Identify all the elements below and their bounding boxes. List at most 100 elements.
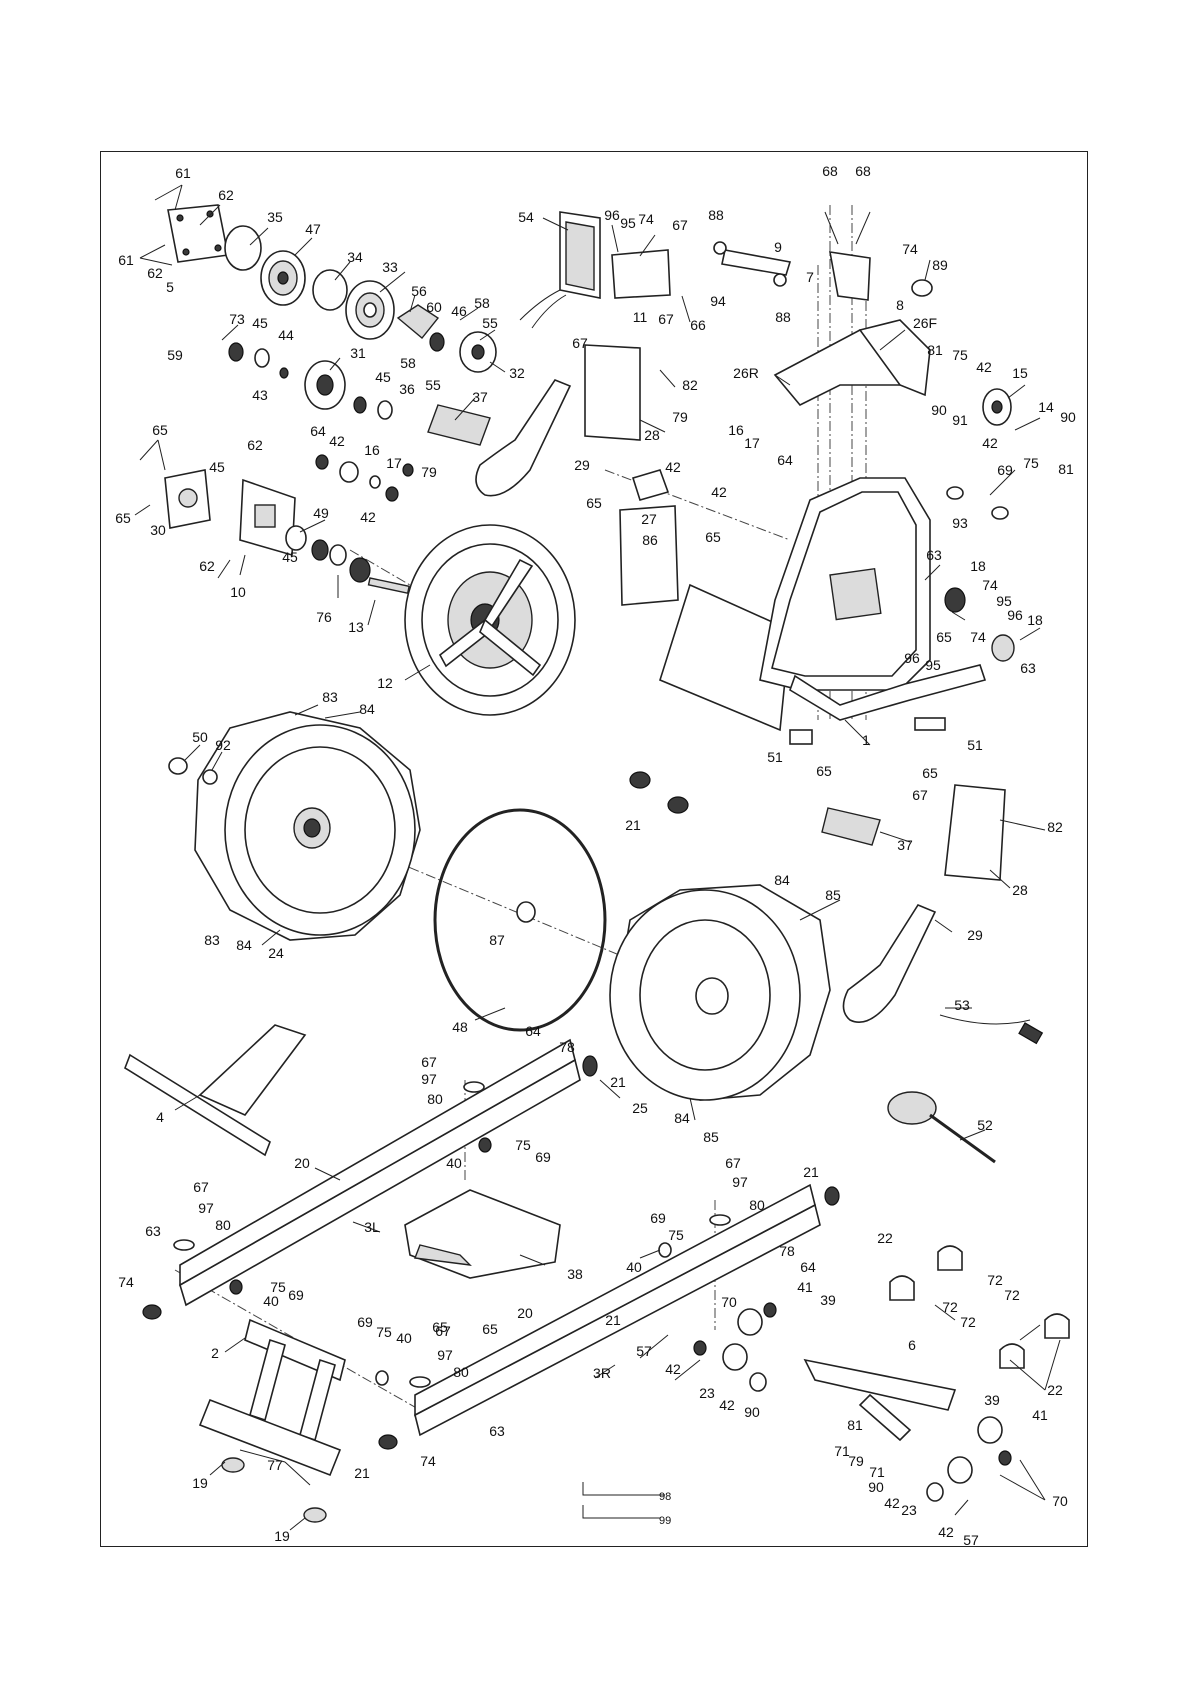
callout-64c: 64: [525, 1023, 541, 1039]
callout-74e: 74: [118, 1274, 134, 1290]
callout-82b: 82: [1047, 819, 1063, 835]
callout-65i: 65: [482, 1321, 498, 1337]
callout-63a: 63: [926, 547, 942, 563]
callout-65a: 65: [152, 422, 168, 438]
callout-90b: 90: [1060, 409, 1076, 425]
belt-strap-37-bottom: [821, 807, 881, 846]
callout-93: 93: [952, 515, 968, 531]
callout-17a: 17: [386, 455, 402, 471]
callout-65g: 65: [922, 765, 938, 781]
callout-69a: 69: [997, 462, 1013, 478]
callout-75a: 75: [952, 347, 968, 363]
seat-carriage-6: [803, 1358, 957, 1442]
callout-67c: 67: [572, 335, 588, 351]
callout-84c: 84: [236, 937, 252, 953]
callout-40b: 40: [626, 1259, 642, 1275]
callout-3L: 3L: [364, 1219, 380, 1235]
callout-72a: 72: [987, 1272, 1003, 1288]
callout-67d: 67: [912, 787, 928, 803]
callout-16b: 16: [728, 422, 744, 438]
callout-11: 11: [633, 309, 648, 325]
callout-89: 89: [932, 257, 948, 273]
callout-75f: 75: [376, 1324, 392, 1340]
handle-arm-9: [713, 241, 792, 287]
roller-guides-22: [889, 1245, 1070, 1369]
callout-5: 5: [166, 279, 174, 295]
callout-65d: 65: [705, 529, 721, 545]
callout-82a: 82: [682, 377, 698, 393]
callout-18a: 18: [970, 558, 986, 574]
bracket-plate-5: [167, 204, 229, 263]
callout-57a: 57: [636, 1343, 652, 1359]
callout-8: 8: [896, 297, 904, 313]
tension-arm-56-60: [396, 304, 440, 339]
callout-41b: 41: [1032, 1407, 1048, 1423]
callout-37a: 37: [472, 389, 488, 405]
bearings-top-left: [228, 332, 445, 420]
callout-81a: 81: [927, 342, 943, 358]
leader-lines: [134, 184, 1061, 1531]
callout-30: 30: [150, 522, 166, 538]
callout-65c: 65: [586, 495, 602, 511]
callout-69b: 69: [535, 1149, 551, 1165]
callout-74c: 74: [982, 577, 998, 593]
callout-21c: 21: [803, 1164, 819, 1180]
callout-3R: 3R: [593, 1365, 611, 1381]
callout-72d: 72: [960, 1314, 976, 1330]
console-mount-11: [611, 249, 671, 299]
callout-51b: 51: [967, 737, 983, 753]
callout-95c: 95: [925, 657, 941, 673]
callout-97c: 97: [732, 1174, 748, 1190]
plate-86: [619, 505, 679, 606]
callout-97b: 97: [198, 1200, 214, 1216]
callout-38: 38: [567, 1266, 583, 1282]
callout-25: 25: [632, 1100, 648, 1116]
callout-23a: 23: [699, 1385, 715, 1401]
callout-44: 44: [278, 327, 294, 343]
callout-50: 50: [192, 729, 208, 745]
callout-74d: 74: [970, 629, 986, 645]
callout-26R: 26R: [733, 365, 759, 381]
callout-27: 27: [641, 511, 657, 527]
callout-97a: 97: [421, 1071, 437, 1087]
callout-84b: 84: [774, 872, 790, 888]
callout-7: 7: [806, 269, 814, 285]
callout-69c: 69: [650, 1210, 666, 1226]
callout-74a: 74: [638, 211, 654, 227]
rail-3L: [179, 1038, 581, 1307]
front-cover-26: [773, 319, 931, 406]
callout-61b: 61: [118, 252, 134, 268]
callout-79a: 79: [421, 464, 437, 480]
callout-80c: 80: [749, 1197, 765, 1213]
callout-71a: 71: [834, 1443, 850, 1459]
callout-70b: 70: [1052, 1493, 1068, 1509]
callout-15: 15: [1012, 365, 1028, 381]
callout-40a: 40: [446, 1155, 462, 1171]
crank-parts-16-17: [315, 454, 414, 502]
callout-19a: 19: [192, 1475, 208, 1491]
carriage-wheels-lower: [926, 1416, 1012, 1502]
callout-4: 4: [156, 1109, 164, 1125]
callout-67h: 67: [435, 1323, 451, 1339]
callout-68b: 68: [855, 163, 871, 179]
callout-21a: 21: [625, 817, 641, 833]
callout-29a: 29: [574, 457, 590, 473]
callout-21d: 21: [605, 1312, 621, 1328]
callout-24: 24: [268, 945, 284, 961]
callout-71b: 71: [869, 1464, 885, 1480]
callout-75d: 75: [668, 1227, 684, 1243]
mount-plate: [659, 583, 791, 732]
callout-45c: 45: [209, 459, 225, 475]
callout-28a: 28: [644, 427, 660, 443]
bracket-10: [239, 478, 296, 557]
caps-93: [946, 486, 1009, 520]
callout-66: 66: [690, 317, 706, 333]
callout-39b: 39: [984, 1392, 1000, 1408]
callout-92: 92: [215, 737, 231, 753]
idler-32: [459, 331, 497, 373]
callout-67b: 67: [658, 311, 674, 327]
callout-58a: 58: [474, 295, 490, 311]
callout-47: 47: [305, 221, 321, 237]
callout-42f: 42: [711, 484, 727, 500]
cover-left-24: [194, 711, 421, 941]
